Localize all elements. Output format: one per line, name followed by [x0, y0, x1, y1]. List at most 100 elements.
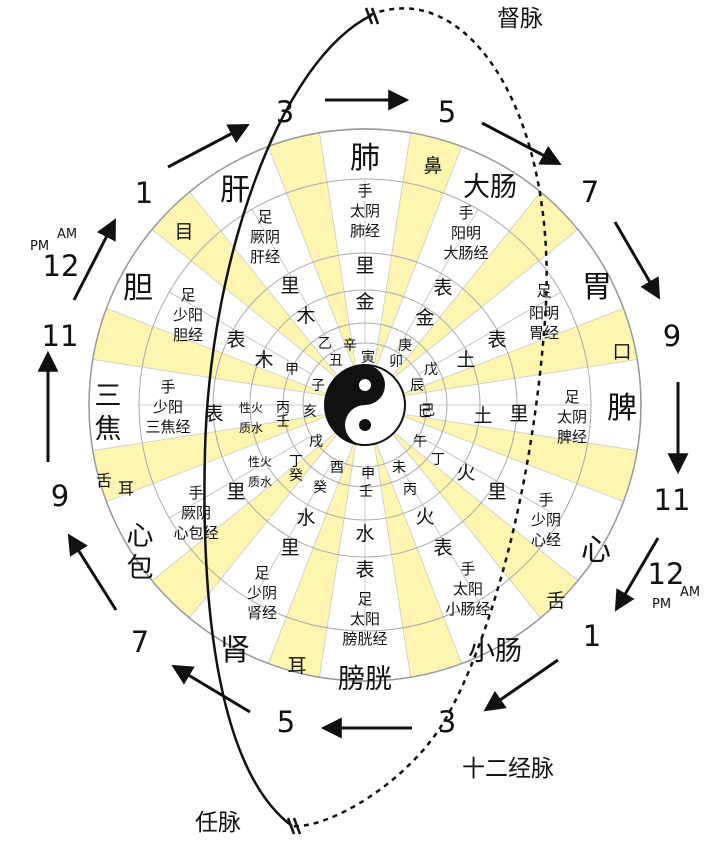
meridian-liver-3: 肝经: [250, 248, 280, 266]
branch-zi: 子: [311, 378, 325, 394]
hour-12-left: 12: [43, 249, 80, 283]
clock-hours: 3 5 7 9 11 12 1 3 5 7 9 11 12 1: [42, 95, 691, 739]
organ-bladder: 膀胱: [338, 664, 392, 695]
arrow-7-to-9: [613, 221, 661, 300]
hour-11-left: 11: [42, 319, 79, 353]
radial-divider: [418, 435, 561, 519]
hour-1-left: 1: [135, 176, 153, 210]
li-liver: 里: [280, 275, 299, 297]
du-mai-curve: [289, 7, 548, 828]
channel-labels: 督脉 十二经脉 任脉: [195, 6, 554, 836]
stem-gui-bottom: 癸: [313, 480, 327, 496]
meridian-heart-3: 心经: [531, 531, 561, 549]
organ-lung: 肺: [350, 141, 380, 176]
organ-stomach: 胃: [582, 270, 612, 305]
sense-tongue-right: 舌: [546, 590, 565, 612]
hour-5-top: 5: [438, 95, 456, 129]
meridian-liver-1: 足: [257, 208, 272, 226]
li-pericardium: 里: [226, 481, 245, 503]
hour-7-left: 7: [131, 625, 149, 659]
element-wood-gb: 木: [254, 349, 273, 371]
organ-kidney: 肾: [220, 633, 250, 668]
arrow-12-to-1-left: [72, 218, 116, 301]
hour-5-bottom: 5: [277, 705, 295, 739]
radial-divider: [169, 435, 312, 519]
meridian-li-2: 阳明: [451, 224, 481, 242]
biao-gallbladder: 表: [226, 329, 245, 351]
pm-left: PM: [30, 239, 49, 254]
branch-mao: 卯: [389, 354, 403, 370]
meridian-liver-2: 厥阴: [250, 228, 280, 246]
am-right: AM: [680, 585, 700, 600]
hour-9-left: 9: [51, 479, 69, 513]
stem-geng: 庚: [398, 338, 412, 354]
meridian-stomach-3: 胃经: [529, 324, 559, 342]
branch-chen: 辰: [410, 378, 424, 394]
element-earth-spleen: 土: [473, 405, 492, 427]
meridian-bladder-1: 足: [357, 590, 372, 608]
stem-bing: 丙: [403, 482, 417, 498]
hour-3-bottom: 3: [438, 705, 456, 739]
branch-yin: 寅: [361, 349, 375, 366]
radial-divider: [169, 291, 312, 375]
meridian-si-3: 小肠经: [445, 600, 490, 618]
hour-7-right: 7: [581, 175, 599, 209]
li-lung: 里: [355, 255, 374, 277]
sj-water-nature: 质水: [239, 421, 263, 435]
sense-mouth: 口: [612, 341, 631, 363]
branch-xu: 戌: [309, 434, 323, 450]
radial-divider: [251, 458, 335, 601]
sense-ear-left: 耳: [118, 479, 134, 498]
stem-jia: 甲: [285, 362, 299, 378]
meridian-sj-1: 手: [160, 378, 175, 396]
meridian-li-1: 手: [458, 204, 473, 222]
branch-hai: 亥: [303, 404, 317, 420]
hour-3-top: 3: [276, 95, 294, 129]
meridian-pc-2: 厥阴: [181, 504, 211, 522]
arrow-12-to-1: [614, 537, 660, 612]
arrow-5-to-7-bottom: [171, 664, 251, 714]
organ-large-intestine: 大肠: [463, 172, 517, 203]
radial-divider: [395, 209, 479, 352]
meridian-spleen-1: 足: [564, 388, 579, 406]
meridian-sj-3: 三焦经: [145, 418, 190, 436]
stem-yi: 乙: [318, 336, 332, 352]
meridian-bladder-3: 膀胱经: [342, 630, 387, 648]
meridian-kidney-1: 足: [254, 564, 269, 582]
hour-9-right: 9: [663, 319, 681, 353]
organ-gallbladder: 胆: [123, 271, 153, 306]
meridian-si-2: 太阳: [453, 580, 483, 598]
stem-ding: 丁: [431, 452, 445, 468]
meridian-kidney-3: 肾经: [247, 604, 277, 622]
li-spleen: 里: [509, 403, 528, 425]
biao-large-intestine: 表: [433, 277, 452, 299]
radial-divider: [395, 458, 479, 601]
meridian-sj-2: 少阳: [153, 398, 183, 416]
biao-small-intestine: 表: [433, 537, 452, 559]
am-left: AM: [57, 227, 77, 242]
meridian-li-3: 大肠经: [443, 244, 488, 262]
biao-stomach: 表: [487, 329, 506, 351]
stem-wu-right: 戊: [424, 362, 438, 378]
branch-wu: 午: [413, 434, 427, 450]
branch-shen: 申: [361, 466, 375, 482]
hour-1-right: 1: [583, 619, 601, 653]
stem-bing-ren-1: 丙: [276, 400, 290, 416]
meridian-spleen-2: 太阴: [557, 408, 587, 426]
arrow-1-to-3-top: [167, 124, 250, 169]
organ-liver: 肝: [220, 173, 250, 208]
bottom-crossing-marker-icon: [286, 817, 302, 835]
organ-pericardium-2: 包: [127, 553, 154, 584]
organ-san-jiao-1: 三: [95, 381, 122, 412]
element-earth-stomach: 土: [456, 349, 475, 371]
organ-spleen: 脾: [607, 391, 637, 426]
sense-eye: 目: [174, 221, 193, 243]
biao-bladder: 表: [355, 559, 374, 581]
meridian-gb-3: 胆经: [173, 326, 203, 344]
radial-divider: [251, 209, 335, 352]
circulation-arrows: [37, 89, 689, 739]
stem-ding-gui-1: 丁: [289, 454, 303, 470]
meridian-heart-1: 手: [538, 491, 553, 509]
meridian-lung-2: 太阴: [350, 202, 380, 220]
